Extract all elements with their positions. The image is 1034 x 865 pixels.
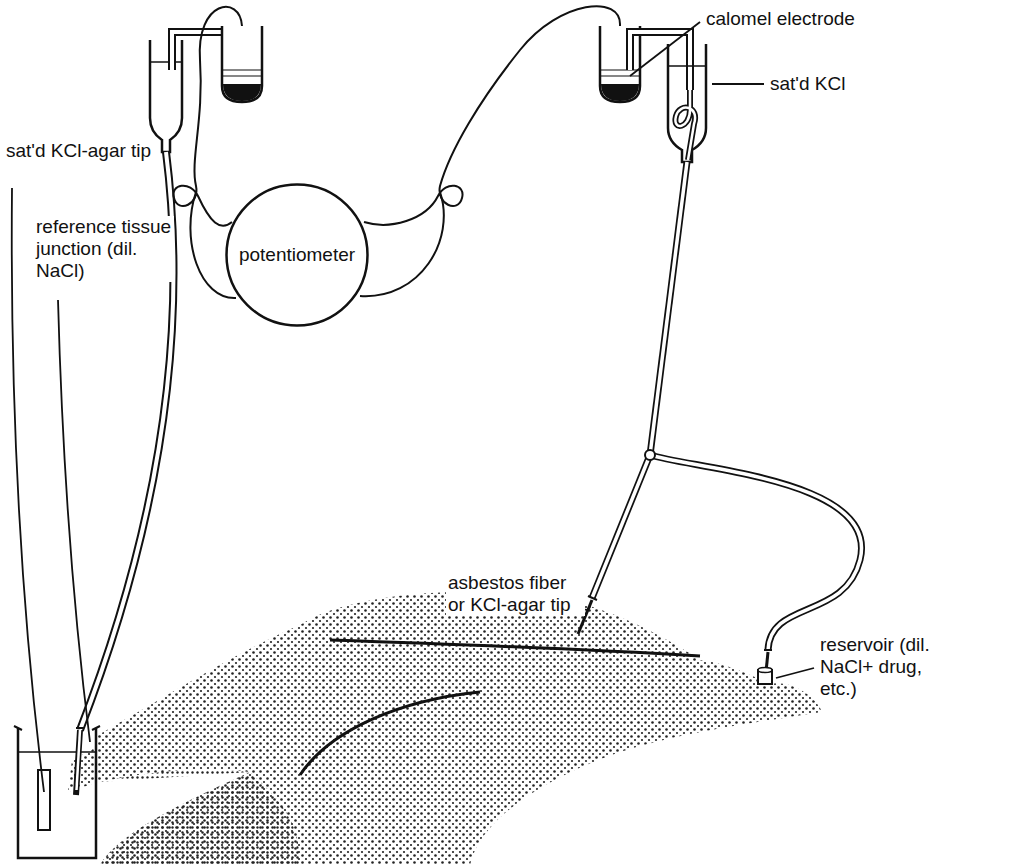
callout-label: calomel electrode bbox=[704, 8, 908, 30]
leader-lines bbox=[12, 22, 814, 792]
right-electrode bbox=[578, 26, 862, 684]
callout-label: reference tissue junction (dil. NaCl) bbox=[34, 216, 174, 282]
callout-label: sat'd KCl bbox=[768, 73, 882, 95]
instrument-label: potentiometer bbox=[239, 244, 355, 266]
beaker bbox=[14, 726, 100, 858]
instrument-circle: potentiometer bbox=[225, 183, 369, 327]
frog-body bbox=[68, 591, 822, 865]
callout-label: asbestos fiber or KCl-agar tip bbox=[446, 572, 585, 616]
lead-wires bbox=[173, 6, 620, 298]
callout-label: sat'd KCl-agar tip bbox=[4, 140, 158, 162]
callout-label: reservoir (dil. NaCl+ drug, etc.) bbox=[818, 634, 952, 700]
